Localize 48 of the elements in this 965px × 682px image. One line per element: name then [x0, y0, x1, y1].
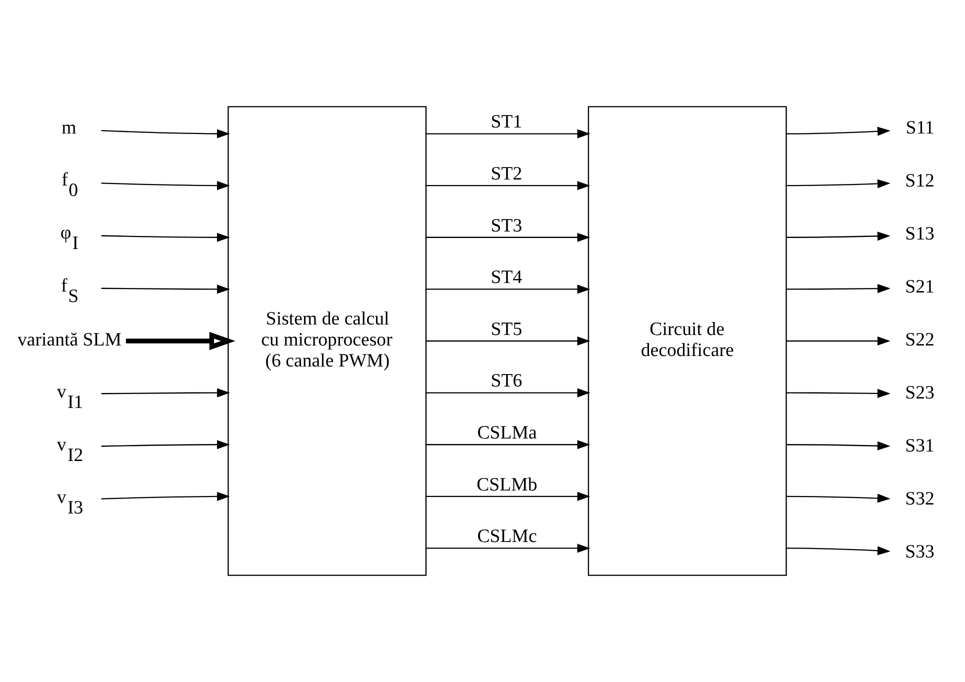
node-text: S12: [905, 170, 934, 192]
arrow: [786, 441, 890, 450]
edge-label: CSLMb: [476, 474, 538, 496]
arrow: [426, 181, 590, 190]
edge-label: ST4: [490, 267, 522, 288]
node-text: S33: [905, 541, 934, 562]
arrow: [426, 284, 590, 294]
edge-label: ST2: [490, 163, 522, 184]
edge-label: CSLMa: [477, 422, 537, 444]
arrow: [426, 129, 590, 138]
arrow: [101, 284, 230, 294]
arrow: [786, 336, 890, 346]
arrow: [426, 232, 590, 242]
arrow: [426, 492, 590, 501]
arrow: [101, 181, 230, 190]
edge-label: ST1: [490, 112, 522, 133]
node-text: S23: [905, 382, 934, 404]
arrow: [101, 440, 230, 450]
arrow: [426, 440, 590, 450]
arrow: [786, 388, 890, 398]
node-text: m: [62, 118, 76, 139]
arrow: [126, 332, 236, 350]
arrow: [786, 232, 890, 241]
node-text: S31: [905, 435, 934, 456]
node-text: S13: [905, 224, 934, 245]
node-box: Circuit de decodificare: [588, 106, 787, 576]
node-text: variantă SLM: [17, 329, 122, 350]
edge-label: ST5: [490, 318, 522, 340]
node-box: Sistem de calcul cu microprocesor (6 canale PWM): [228, 106, 427, 576]
arrow: [426, 544, 590, 553]
arrow: [786, 284, 890, 294]
node-text: S11: [906, 118, 934, 139]
arrow: [426, 388, 590, 398]
arrow: [786, 179, 890, 188]
node-text: S32: [905, 488, 934, 510]
arrow: [101, 232, 230, 242]
arrow: [101, 492, 230, 501]
arrow: [101, 388, 230, 398]
edge-label: ST6: [490, 370, 522, 392]
arrow: [786, 126, 890, 136]
edge-label: ST3: [490, 215, 522, 236]
arrow: [101, 129, 230, 138]
arrow: [786, 546, 890, 556]
node-text: S21: [905, 276, 934, 298]
arrow: [786, 494, 890, 503]
arrow: [426, 336, 590, 346]
node-text: S22: [905, 329, 934, 350]
edge-label: CSLMc: [477, 526, 537, 548]
